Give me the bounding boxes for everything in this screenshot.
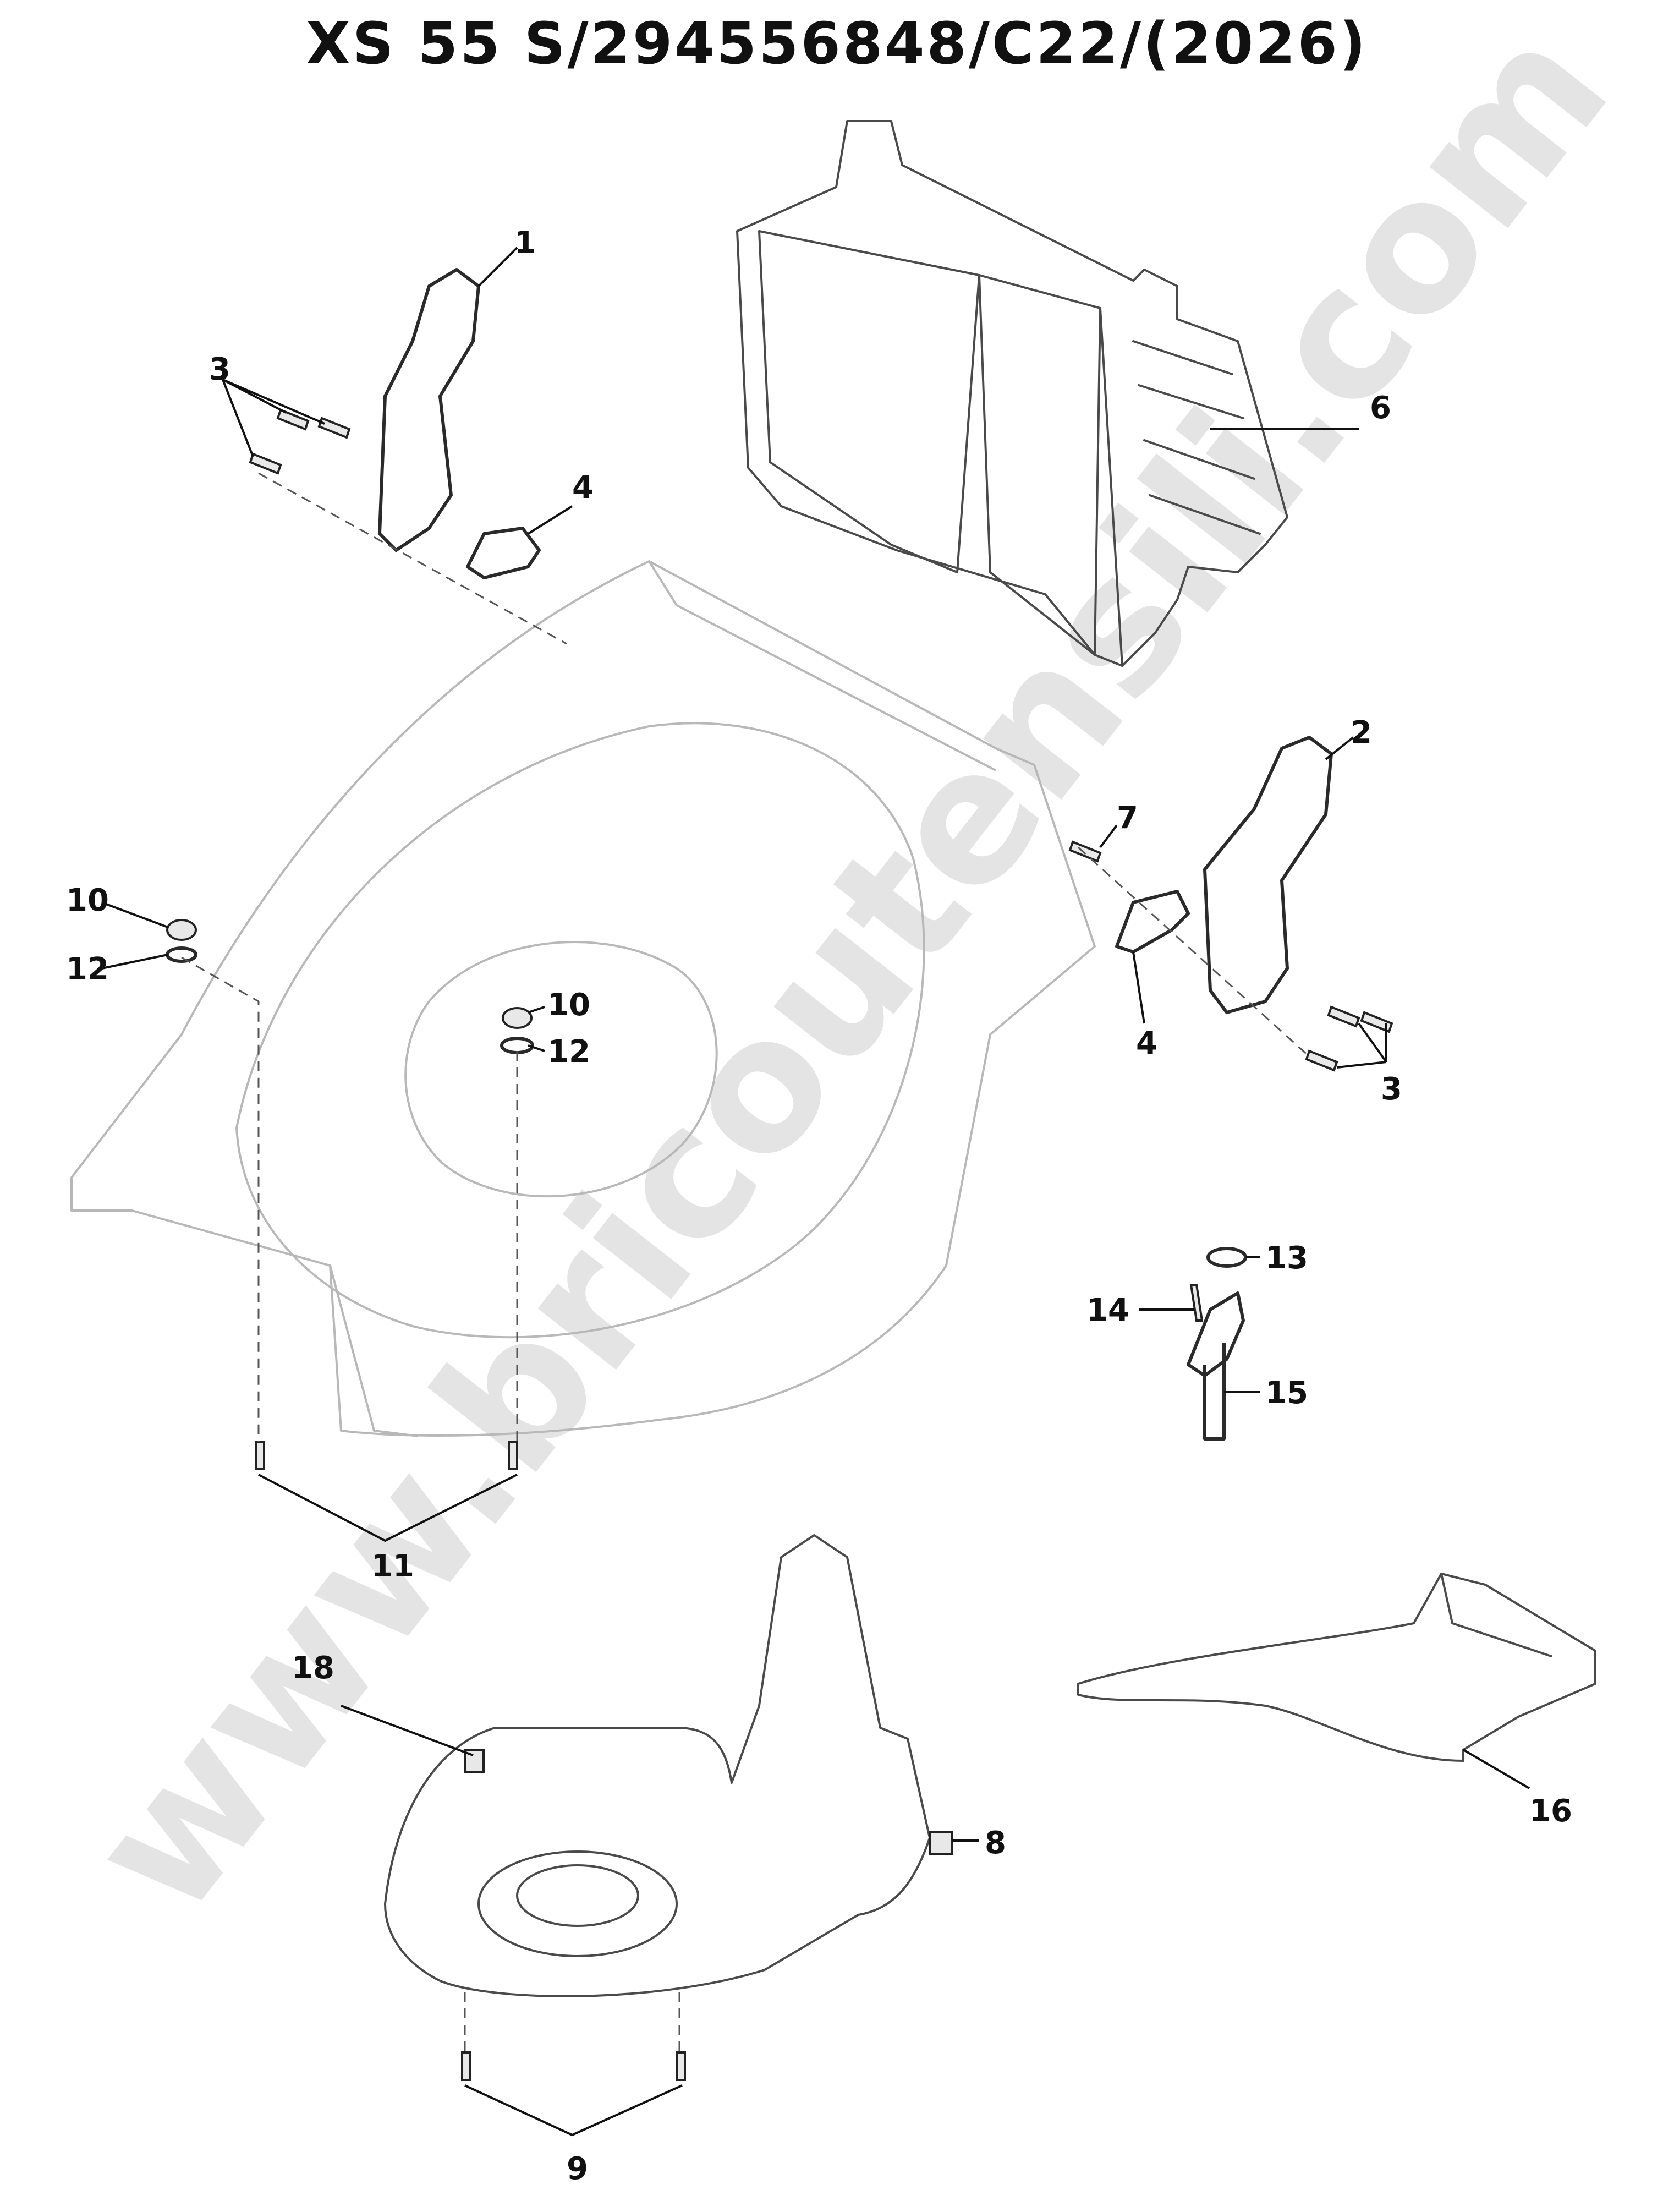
- callout-labels: 1 2 3 3 4 4 6 7 8 9 10 10 11 12 12 13 14…: [66, 225, 1572, 2187]
- bolts-11: [255, 1441, 518, 1470]
- callout-10-center: 10: [547, 987, 590, 1023]
- clip-right: [1115, 890, 1190, 954]
- callout-3-right: 3: [1381, 1071, 1402, 1107]
- callout-18: 18: [292, 1650, 334, 1686]
- nut-washer-left: [166, 919, 197, 963]
- diagram-title: XS 55 S/294556848/C22/(2026): [306, 10, 1368, 77]
- callout-3-left: 3: [209, 352, 230, 387]
- discharge-chute: [384, 1534, 953, 1997]
- screws-9: [461, 2051, 686, 2081]
- callout-13: 13: [1265, 1240, 1308, 1276]
- screws-left: [249, 408, 351, 475]
- callout-14: 14: [1086, 1293, 1129, 1328]
- callout-8: 8: [985, 1825, 1006, 1861]
- callout-16: 16: [1529, 1793, 1572, 1829]
- screws-right: [1305, 1005, 1393, 1072]
- callout-1: 1: [514, 225, 536, 261]
- screw-7: [1068, 840, 1102, 863]
- bracket-right: [1203, 736, 1333, 1014]
- axle-assembly: [1187, 1247, 1247, 1441]
- callout-6: 6: [1370, 390, 1391, 426]
- callout-15: 15: [1265, 1375, 1308, 1411]
- callout-7: 7: [1117, 800, 1138, 836]
- callout-4-left: 4: [572, 470, 594, 506]
- rear-flap: [1077, 1573, 1596, 1762]
- callout-12-center: 12: [547, 1034, 590, 1070]
- mower-deck: [70, 560, 1096, 1437]
- clip-left: [466, 527, 541, 579]
- watermark-text: www.bricoutensili.com: [49, 0, 1649, 1952]
- callout-10-left: 10: [66, 883, 109, 918]
- callout-11: 11: [371, 1548, 414, 1584]
- leader-lines: [101, 247, 1530, 2137]
- nut-washer-center: [500, 1007, 534, 1054]
- callout-12-left: 12: [66, 951, 109, 987]
- callout-4-right: 4: [1136, 1026, 1157, 1061]
- bracket-left: [378, 268, 480, 552]
- assembly-lines: [181, 472, 1310, 2052]
- grass-bag-frame: [736, 120, 1288, 667]
- callout-9: 9: [567, 2151, 588, 2187]
- callout-2: 2: [1351, 715, 1372, 751]
